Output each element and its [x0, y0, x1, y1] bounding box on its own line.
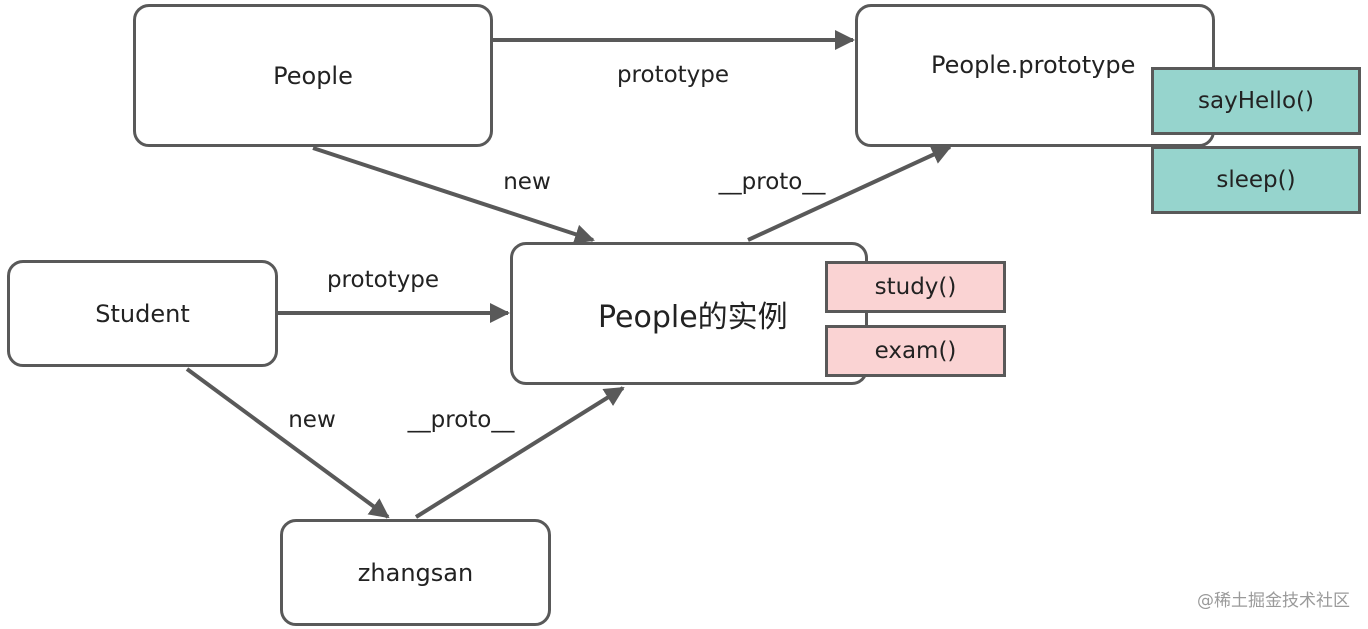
node-people-prototype-label: People.prototype: [931, 51, 1136, 79]
watermark: @稀土掘金技术社区: [1197, 591, 1350, 611]
arrow-student-new-zhangsan: [185, 367, 390, 519]
edge-label-student-prototype: prototype: [326, 267, 440, 293]
edge-label-people-prototype: prototype: [616, 62, 730, 88]
arrow-zhangsan-proto-instance: [414, 386, 625, 519]
edge-label-instance-proto: __proto__: [718, 169, 826, 195]
node-people-instance: People的实例: [510, 242, 868, 385]
method-sleep: sleep(): [1151, 146, 1361, 214]
node-people: People: [133, 4, 493, 147]
edge-label-zhangsan-proto: __proto__: [407, 407, 515, 433]
edge-label-people-new: new: [503, 169, 551, 195]
arrow-instance-proto-prototype: [747, 145, 952, 242]
method-exam: exam(): [825, 325, 1006, 377]
node-people-instance-label: People的实例: [598, 299, 788, 335]
arrow-people-new-instance: [312, 146, 595, 244]
edge-label-student-new: new: [288, 407, 336, 433]
node-zhangsan: zhangsan: [280, 519, 551, 626]
method-sayhello: sayHello(): [1151, 67, 1361, 135]
method-study: study(): [825, 261, 1006, 313]
node-student: Student: [7, 260, 278, 367]
